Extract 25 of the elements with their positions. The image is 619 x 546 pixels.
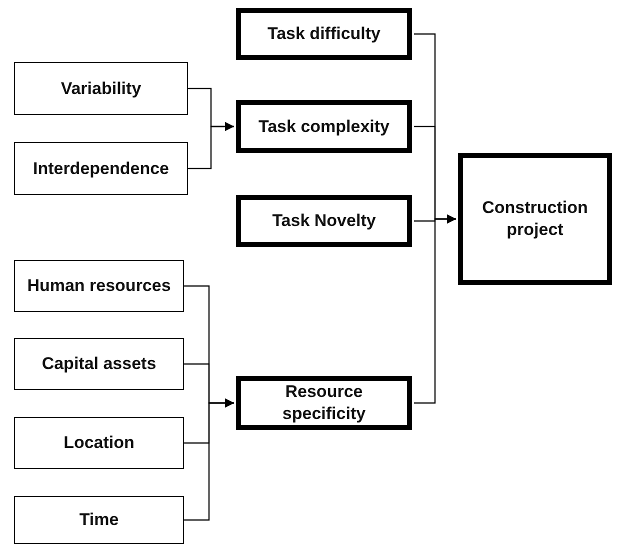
factor-box-bold xyxy=(458,153,612,285)
factor-box xyxy=(14,62,188,115)
factor-box xyxy=(14,338,184,390)
box-label: Task difficulty xyxy=(267,23,381,45)
box-label: Capital assets xyxy=(42,353,156,375)
box-label: Human resources xyxy=(27,275,171,297)
factor-box xyxy=(14,417,184,469)
connector-arrow xyxy=(188,122,234,170)
factor-box-bold xyxy=(236,195,412,247)
box-label: Interdependence xyxy=(32,158,170,180)
box-label: Task complexity xyxy=(258,116,390,138)
factor-box xyxy=(14,496,184,544)
factor-box xyxy=(14,260,184,312)
box-label: Task Novelty xyxy=(272,210,376,232)
factor-box-bold xyxy=(236,100,412,153)
factor-box-bold xyxy=(236,376,412,430)
box-label: Time xyxy=(79,509,119,531)
factor-box xyxy=(14,142,188,195)
connector-arrow xyxy=(184,398,234,521)
box-label: Resource specificity xyxy=(281,381,367,425)
factor-box-bold xyxy=(236,8,412,60)
box-label: Location xyxy=(64,432,134,454)
connector-arrow xyxy=(414,214,456,404)
box-label: Variability xyxy=(60,78,142,100)
box-label: Construction project xyxy=(481,197,589,241)
